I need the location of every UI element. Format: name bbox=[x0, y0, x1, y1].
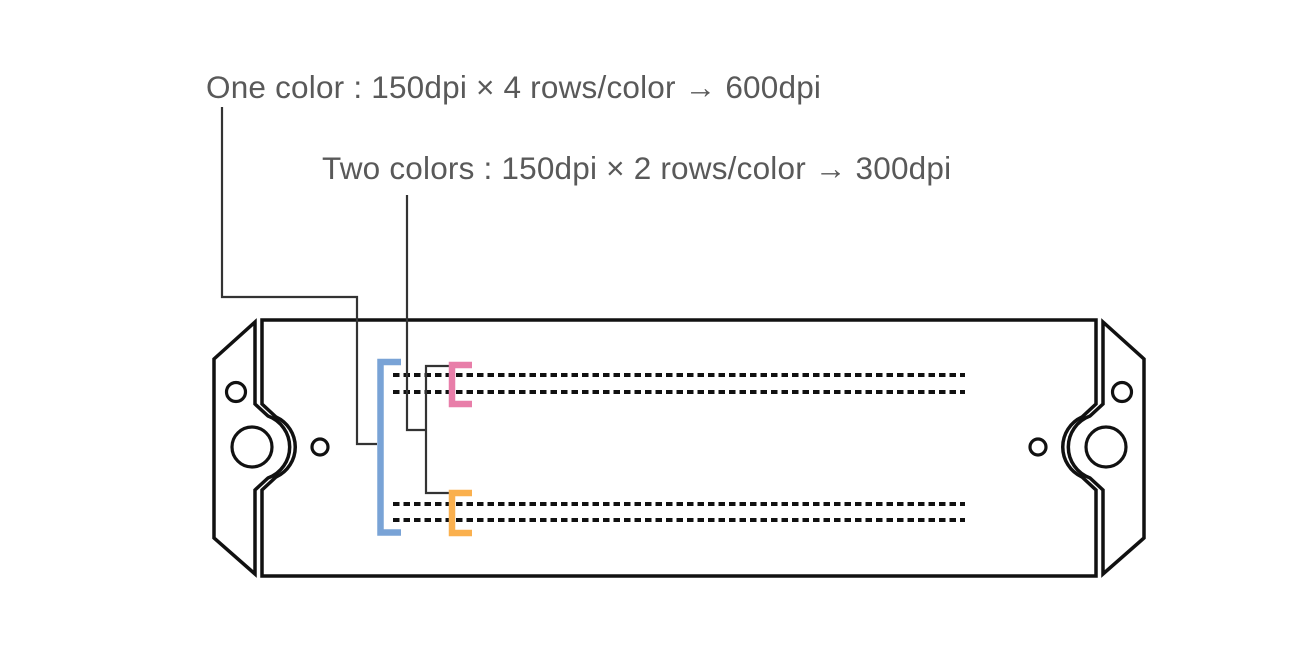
printhead-body bbox=[260, 318, 1098, 578]
two-colors-top-bracket bbox=[448, 361, 472, 408]
one-color-leader-line bbox=[220, 107, 377, 446]
annotation-one-color: One color : 150dpi × 4 rows/color → 600d… bbox=[206, 69, 822, 105]
left-body-pin-hole bbox=[310, 437, 330, 457]
right-positioning-boss bbox=[1084, 425, 1128, 469]
two-colors-bottom-bracket bbox=[448, 489, 472, 537]
left-flange-screw-hole bbox=[224, 380, 248, 404]
right-body-pin-hole bbox=[1028, 437, 1048, 457]
two-colors-fork-line bbox=[424, 364, 451, 495]
right-flange-screw-hole bbox=[1110, 380, 1134, 404]
left-positioning-boss bbox=[230, 425, 274, 469]
one-color-bracket bbox=[377, 358, 401, 536]
nozzle-rows bbox=[393, 373, 965, 522]
two-colors-leader-line bbox=[405, 195, 426, 432]
annotation-two-colors: Two colors : 150dpi × 2 rows/color → 300… bbox=[322, 150, 952, 186]
